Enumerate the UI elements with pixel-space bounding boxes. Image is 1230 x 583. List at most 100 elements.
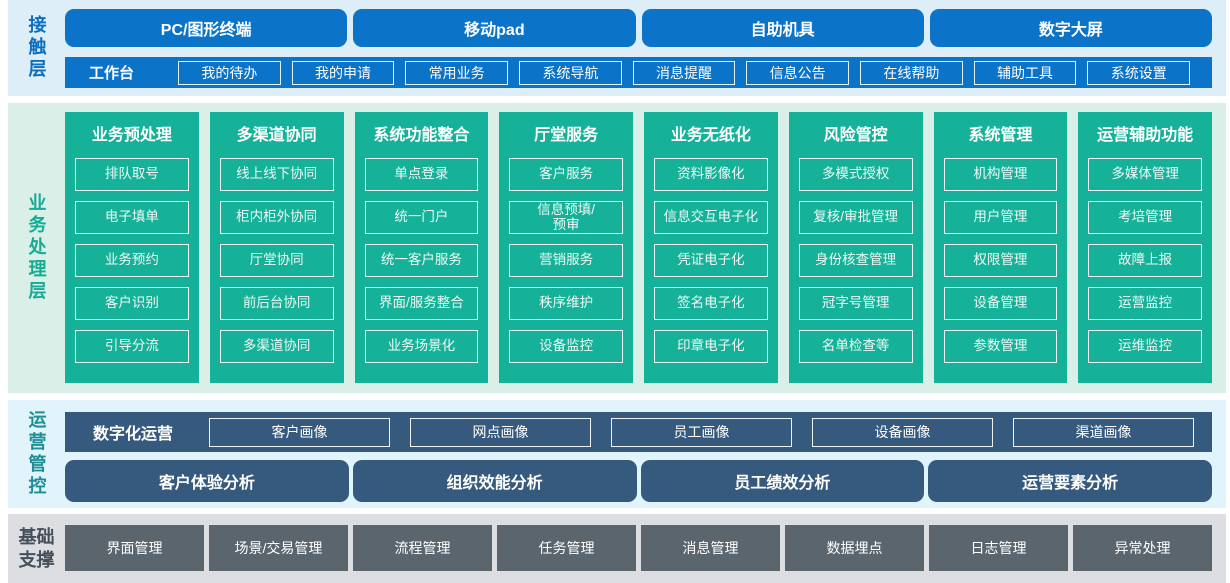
module-box: 故障上报 bbox=[1088, 244, 1202, 277]
profile-employee: 员工画像 bbox=[611, 417, 792, 447]
channel-row: PC/图形终端 移动pad 自助机具 数字大屏 bbox=[65, 9, 1212, 47]
analysis-row: 客户体验分析 组织效能分析 员工绩效分析 运营要素分析 bbox=[65, 460, 1212, 502]
module-box: 信息预填/ 预审 bbox=[509, 201, 623, 234]
module-box: 前后台协同 bbox=[219, 287, 334, 320]
foundation-task-management: 任务管理 bbox=[497, 525, 636, 571]
foundation-exception-handling: 异常处理 bbox=[1073, 525, 1212, 571]
analysis-ops-elements: 运营要素分析 bbox=[928, 460, 1212, 502]
workbench-item-announcements: 信息公告 bbox=[746, 60, 850, 85]
analysis-customer-experience: 客户体验分析 bbox=[65, 460, 349, 502]
foundation-message-management: 消息管理 bbox=[641, 525, 780, 571]
module-box: 界面/服务整合 bbox=[364, 287, 479, 320]
module-box: 参数管理 bbox=[943, 330, 1058, 363]
column-system-management: 系统管理 机构管理 用户管理 权限管理 设备管理 参数管理 bbox=[933, 112, 1068, 383]
module-box: 复核/审批管理 bbox=[798, 201, 913, 234]
module-box: 设备管理 bbox=[943, 287, 1058, 320]
column-multichannel-collab: 多渠道协同 线上线下协同 柜内柜外协同 厅堂协同 前后台协同 多渠道协同 bbox=[209, 112, 344, 383]
channel-pc-terminal: PC/图形终端 bbox=[65, 9, 348, 47]
profile-customer: 客户画像 bbox=[209, 417, 390, 447]
module-box: 线上线下协同 bbox=[219, 158, 334, 191]
module-box: 身份核查管理 bbox=[798, 244, 913, 277]
workbench-item-system-settings: 系统设置 bbox=[1087, 60, 1191, 85]
module-box: 客户服务 bbox=[509, 158, 623, 191]
channel-self-service-machine: 自助机具 bbox=[641, 9, 924, 47]
profile-branch: 网点画像 bbox=[410, 417, 591, 447]
workbench-item-common-business: 常用业务 bbox=[405, 60, 509, 85]
column-title: 系统管理 bbox=[968, 127, 1033, 144]
business-columns: 业务预处理 排队取号 电子填单 业务预约 客户识别 引导分流 多渠道协同 线上线… bbox=[65, 103, 1226, 393]
contact-layer-content: PC/图形终端 移动pad 自助机具 数字大屏 工作台 我的待办 我的申请 常用… bbox=[65, 0, 1226, 96]
module-box: 信息交互电子化 bbox=[654, 201, 768, 234]
module-box: 多模式授权 bbox=[798, 158, 913, 191]
column-title: 运营辅助功能 bbox=[1097, 127, 1194, 144]
module-box: 名单检查等 bbox=[798, 330, 913, 363]
column-risk-control: 风险管控 多模式授权 复核/审批管理 身份核查管理 冠字号管理 名单检查等 bbox=[788, 112, 923, 383]
digital-ops-bar: 数字化运营 客户画像 网点画像 员工画像 设备画像 渠道画像 bbox=[65, 412, 1212, 452]
foundation-layer-label-col: 基础支撑 bbox=[8, 514, 65, 583]
module-box: 秩序维护 bbox=[509, 287, 623, 320]
column-system-integration: 系统功能整合 单点登录 统一门户 统一客户服务 界面/服务整合 业务场景化 bbox=[354, 112, 489, 383]
operation-layer-content: 数字化运营 客户画像 网点画像 员工画像 设备画像 渠道画像 客户体验分析 组织… bbox=[65, 400, 1226, 508]
workbench-item-aux-tools: 辅助工具 bbox=[973, 60, 1077, 85]
column-title: 多渠道协同 bbox=[236, 127, 317, 144]
foundation-scene-transaction: 场景/交易管理 bbox=[209, 525, 348, 571]
module-box: 设备监控 bbox=[509, 330, 623, 363]
profile-device: 设备画像 bbox=[812, 417, 993, 447]
column-title: 系统功能整合 bbox=[373, 127, 470, 144]
module-box: 资料影像化 bbox=[654, 158, 768, 191]
module-box: 用户管理 bbox=[943, 201, 1058, 234]
module-box: 考培管理 bbox=[1088, 201, 1202, 234]
channel-mobile-pad: 移动pad bbox=[353, 9, 636, 47]
column-hall-service: 厅堂服务 客户服务 信息预填/ 预审 营销服务 秩序维护 设备监控 bbox=[499, 112, 633, 383]
workbench-item-applications: 我的申请 bbox=[291, 60, 395, 85]
module-box: 多媒体管理 bbox=[1088, 158, 1202, 191]
module-box: 印章电子化 bbox=[654, 330, 768, 363]
module-box: 厅堂协同 bbox=[219, 244, 334, 277]
contact-layer-band: 接触层 PC/图形终端 移动pad 自助机具 数字大屏 工作台 我的待办 我的申… bbox=[8, 0, 1226, 96]
foundation-data-tracking: 数据埋点 bbox=[785, 525, 924, 571]
foundation-process-management: 流程管理 bbox=[353, 525, 492, 571]
module-box: 客户识别 bbox=[75, 287, 189, 320]
column-title: 厅堂服务 bbox=[534, 127, 599, 144]
business-layer-label: 业务处理层 bbox=[26, 193, 47, 303]
column-ops-auxiliary: 运营辅助功能 多媒体管理 考培管理 故障上报 运营监控 运维监控 bbox=[1078, 112, 1212, 383]
contact-layer-label: 接触层 bbox=[26, 15, 47, 81]
column-business-preprocessing: 业务预处理 排队取号 电子填单 业务预约 客户识别 引导分流 bbox=[65, 112, 199, 383]
business-layer-label-col: 业务处理层 bbox=[8, 103, 65, 393]
analysis-org-efficiency: 组织效能分析 bbox=[352, 460, 637, 502]
module-box: 机构管理 bbox=[943, 158, 1058, 191]
foundation-log-management: 日志管理 bbox=[929, 525, 1068, 571]
column-title: 风险管控 bbox=[823, 127, 888, 144]
module-box: 统一客户服务 bbox=[364, 244, 479, 277]
analysis-employee-performance: 员工绩效分析 bbox=[640, 460, 925, 502]
module-box: 冠字号管理 bbox=[798, 287, 913, 320]
column-title: 业务预处理 bbox=[91, 127, 172, 144]
column-paperless-business: 业务无纸化 资料影像化 信息交互电子化 凭证电子化 签名电子化 印章电子化 bbox=[644, 112, 778, 383]
operation-layer-band: 运营管控 数字化运营 客户画像 网点画像 员工画像 设备画像 渠道画像 客户体验… bbox=[8, 400, 1226, 508]
module-box: 引导分流 bbox=[75, 330, 189, 363]
digital-ops-label: 数字化运营 bbox=[93, 426, 174, 443]
workbench-bar: 工作台 我的待办 我的申请 常用业务 系统导航 消息提醒 信息公告 在线帮助 辅… bbox=[65, 57, 1212, 88]
module-box: 多渠道协同 bbox=[219, 330, 334, 363]
workbench-item-online-help: 在线帮助 bbox=[860, 60, 963, 85]
module-box: 运维监控 bbox=[1088, 330, 1202, 363]
contact-layer-label-col: 接触层 bbox=[8, 0, 65, 96]
module-box: 权限管理 bbox=[943, 244, 1058, 277]
module-box: 业务预约 bbox=[75, 244, 189, 277]
workbench-item-system-nav: 系统导航 bbox=[519, 60, 622, 85]
module-box: 统一门户 bbox=[364, 201, 479, 234]
module-box: 凭证电子化 bbox=[654, 244, 768, 277]
module-box: 单点登录 bbox=[364, 158, 479, 191]
module-box: 运营监控 bbox=[1088, 287, 1202, 320]
foundation-row: 界面管理 场景/交易管理 流程管理 任务管理 消息管理 数据埋点 日志管理 异常… bbox=[65, 514, 1226, 583]
operation-layer-label-col: 运营管控 bbox=[8, 400, 65, 508]
operation-layer-label: 运营管控 bbox=[26, 410, 47, 498]
module-box: 签名电子化 bbox=[654, 287, 768, 320]
foundation-layer-label: 基础支撑 bbox=[18, 527, 55, 570]
module-box: 业务场景化 bbox=[364, 330, 479, 363]
module-box: 电子填单 bbox=[75, 201, 189, 234]
module-box: 营销服务 bbox=[509, 244, 623, 277]
foundation-ui-management: 界面管理 bbox=[65, 525, 204, 571]
workbench-item-message-alert: 消息提醒 bbox=[632, 60, 736, 85]
